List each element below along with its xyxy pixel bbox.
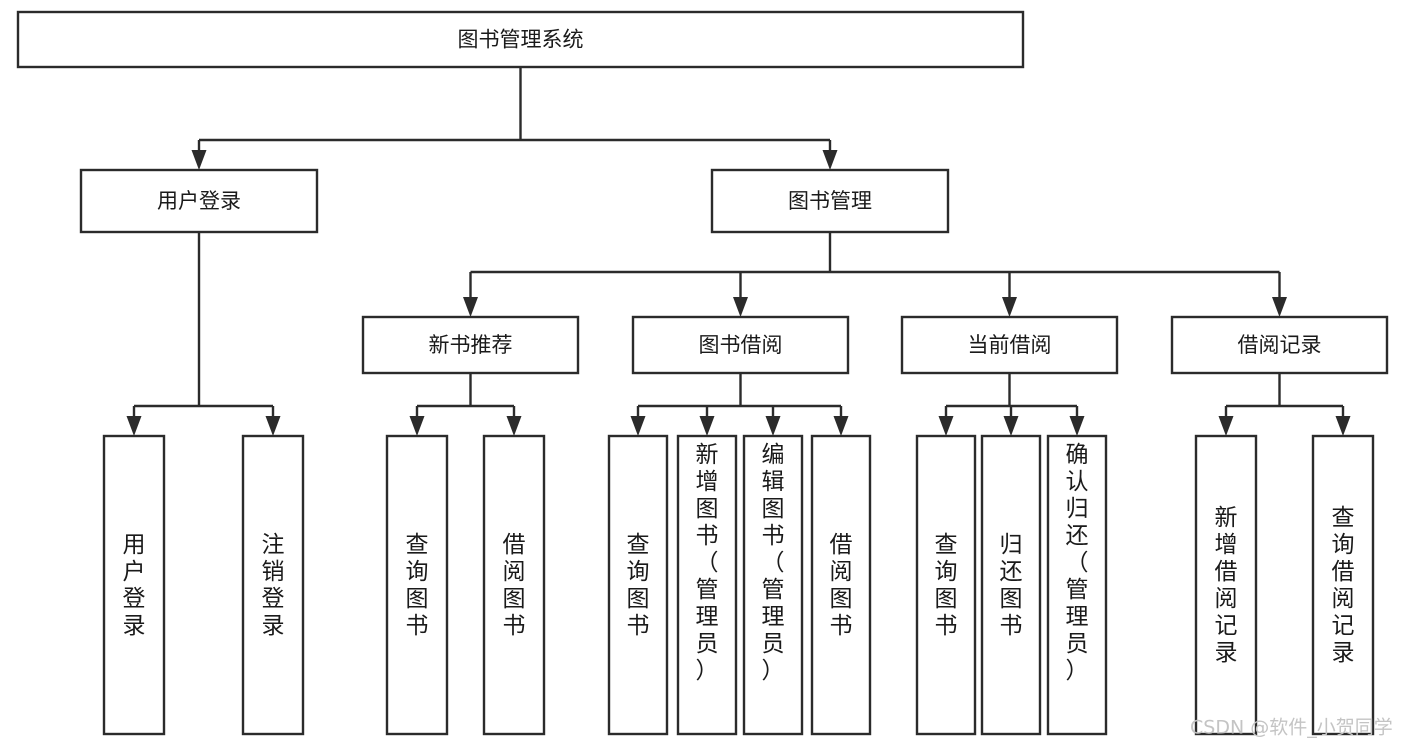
leaf-新增图书管理员-2-1-arrowhead [699, 416, 715, 436]
node-leaf-新增图书管理员-5-label: 新增图书（管理员） [696, 442, 719, 684]
node-leaf-借阅图书-3-label: 借阅图书 [503, 532, 526, 639]
leaf-用户登录-0-0-arrowhead [126, 416, 142, 436]
node-leaf-借阅图书-3-rect [482, 434, 546, 736]
node-leaf-查询图书-8-label: 查询图书 [935, 532, 958, 639]
node-level3-当前借阅-rect [900, 315, 1119, 375]
node-leaf-用户登录-0-rect [102, 434, 166, 736]
watermark-layer: CSDN @软件_小贺同学 [1190, 717, 1393, 739]
node-leaf-归还图书-9-label: 归还图书 [1000, 532, 1023, 639]
node-leaf-查询借阅记录-12-label: 查询借阅记录 [1332, 505, 1355, 666]
node-level3-借阅记录-label: 借阅记录 [1238, 333, 1322, 357]
node-leaf-新增借阅记录-11[interactable]: 新增借阅记录 [1194, 434, 1258, 736]
watermark-label: CSDN @软件_小贺同学 [1190, 717, 1393, 739]
leaf-注销登录-0-1-arrowhead [265, 416, 281, 436]
node-level3-当前借阅[interactable]: 当前借阅 [900, 315, 1119, 375]
node-leaf-查询图书-4-rect [607, 434, 669, 736]
node-leaf-查询图书-2-rect [385, 434, 449, 736]
node-leaf-查询图书-4[interactable]: 查询图书 [607, 434, 669, 736]
node-leaf-查询借阅记录-12-rect [1311, 434, 1375, 736]
leaf-确认归还管理员-3-2-arrowhead [1069, 416, 1085, 436]
node-leaf-借阅图书-7-label: 借阅图书 [830, 532, 853, 639]
leaf-查询图书-2-0-arrowhead [630, 416, 646, 436]
node-leaf-确认归还管理员-10-label: 确认归还（管理员） [1066, 442, 1089, 684]
node-leaf-注销登录-1-label: 注销登录 [262, 532, 285, 639]
leaf-借阅图书-2-3-arrowhead [833, 416, 849, 436]
node-level2-图书管理-rect [710, 168, 950, 234]
node-level2-用户登录[interactable]: 用户登录 [79, 168, 319, 234]
node-leaf-借阅图书-7[interactable]: 借阅图书 [810, 434, 872, 736]
leaf-查询借阅记录-4-1-arrowhead [1335, 416, 1351, 436]
node-leaf-注销登录-1[interactable]: 注销登录 [241, 434, 305, 736]
level3-新书推荐-0-arrowhead [463, 297, 478, 317]
level3-当前借阅-2-arrowhead [1002, 297, 1017, 317]
node-level2-用户登录-rect [79, 168, 319, 234]
node-level3-当前借阅-label: 当前借阅 [968, 333, 1052, 357]
node-leaf-新增图书管理员-5-rect [676, 434, 738, 736]
connector-layer [126, 67, 1351, 436]
level3-图书借阅-1-arrowhead [733, 297, 748, 317]
node-level3-借阅记录-rect [1170, 315, 1389, 375]
node-level3-新书推荐-rect [361, 315, 580, 375]
node-root-图书管理系统-label: 图书管理系统 [458, 28, 584, 52]
node-leaf-查询图书-2-label: 查询图书 [406, 532, 429, 639]
node-leaf-编辑图书管理员-6[interactable]: 编辑图书（管理员） [742, 434, 804, 736]
leaf-新增借阅记录-4-0-arrowhead [1218, 416, 1234, 436]
node-level3-借阅记录[interactable]: 借阅记录 [1170, 315, 1389, 375]
node-level2-用户登录-label: 用户登录 [157, 189, 241, 213]
node-leaf-编辑图书管理员-6-label: 编辑图书（管理员） [762, 442, 785, 684]
node-root-图书管理系统[interactable]: 图书管理系统 [16, 10, 1025, 69]
node-leaf-借阅图书-3[interactable]: 借阅图书 [482, 434, 546, 736]
node-layer: 图书管理系统用户登录图书管理新书推荐图书借阅当前借阅借阅记录用户登录注销登录查询… [16, 10, 1389, 736]
node-leaf-用户登录-0[interactable]: 用户登录 [102, 434, 166, 736]
node-leaf-查询借阅记录-12[interactable]: 查询借阅记录 [1311, 434, 1375, 736]
node-leaf-归还图书-9-rect [980, 434, 1042, 736]
node-leaf-新增图书管理员-5[interactable]: 新增图书（管理员） [676, 434, 738, 736]
level2-图书管理-1-arrowhead [822, 150, 838, 170]
node-leaf-查询图书-2[interactable]: 查询图书 [385, 434, 449, 736]
node-leaf-确认归还管理员-10-rect [1046, 434, 1108, 736]
leaf-借阅图书-1-1-arrowhead [506, 416, 522, 436]
node-leaf-查询图书-4-label: 查询图书 [627, 532, 650, 639]
node-leaf-归还图书-9[interactable]: 归还图书 [980, 434, 1042, 736]
leaf-归还图书-3-1-arrowhead [1003, 416, 1019, 436]
node-level3-新书推荐[interactable]: 新书推荐 [361, 315, 580, 375]
node-leaf-确认归还管理员-10[interactable]: 确认归还（管理员） [1046, 434, 1108, 736]
level3-借阅记录-3-arrowhead [1272, 297, 1287, 317]
node-leaf-用户登录-0-label: 用户登录 [123, 532, 146, 639]
node-level3-新书推荐-label: 新书推荐 [429, 333, 513, 357]
node-level3-图书借阅-rect [631, 315, 850, 375]
node-leaf-编辑图书管理员-6-rect [742, 434, 804, 736]
node-leaf-注销登录-1-rect [241, 434, 305, 736]
node-level2-图书管理[interactable]: 图书管理 [710, 168, 950, 234]
node-leaf-查询图书-8[interactable]: 查询图书 [915, 434, 977, 736]
leaf-查询图书-3-0-arrowhead [938, 416, 954, 436]
node-level2-图书管理-label: 图书管理 [788, 189, 872, 213]
node-level3-图书借阅-label: 图书借阅 [699, 333, 783, 357]
level2-用户登录-0-arrowhead [191, 150, 207, 170]
leaf-查询图书-1-0-arrowhead [409, 416, 425, 436]
node-leaf-借阅图书-7-rect [810, 434, 872, 736]
leaf-编辑图书管理员-2-2-arrowhead [765, 416, 781, 436]
node-leaf-查询图书-8-rect [915, 434, 977, 736]
node-leaf-新增借阅记录-11-rect [1194, 434, 1258, 736]
node-level3-图书借阅[interactable]: 图书借阅 [631, 315, 850, 375]
node-leaf-新增借阅记录-11-label: 新增借阅记录 [1215, 505, 1238, 666]
node-root-图书管理系统-rect [16, 10, 1025, 69]
